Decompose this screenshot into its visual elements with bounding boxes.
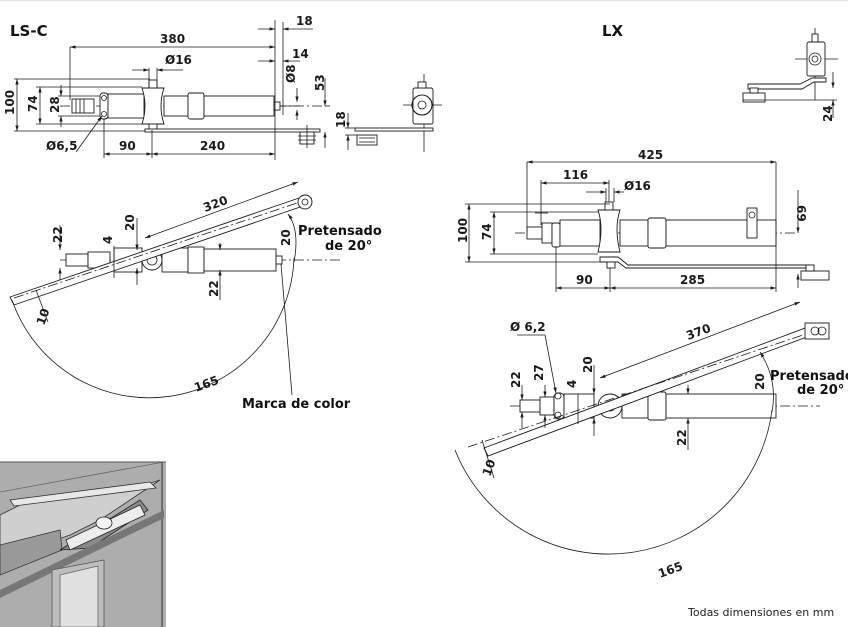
ls-c-dim-22-top: 22	[51, 226, 65, 243]
lx-side-view: 24	[742, 28, 838, 122]
lx-arm-view: 370 Ø 6,2 22 27 4 20 22 20 10 165 Preten	[454, 301, 848, 581]
ls-c-pretension-line2: de 20°	[325, 239, 372, 254]
ls-c-pretension-line1: Pretensado	[298, 224, 382, 239]
illustration-arm	[9, 481, 157, 507]
lx-dim-pin-dia: Ø16	[624, 179, 651, 193]
lx-dim-24: 24	[821, 105, 835, 122]
lx-dim-116: 116	[563, 168, 588, 182]
ls-c-arm	[144, 128, 321, 133]
lx-dim-90: 90	[576, 273, 593, 287]
ls-c-body	[107, 93, 145, 119]
ls-c-cylinder	[163, 95, 189, 117]
ls-c-dim-53: 53	[313, 74, 327, 91]
units-note: Todas dimensiones en mm	[687, 606, 834, 619]
ls-c-dim-pin-dia: Ø16	[165, 53, 192, 67]
ls-c-dim-20-right: 20	[279, 229, 293, 246]
ls-c-title: LS-C	[10, 22, 48, 40]
ls-c-color-mark-label: Marca de color	[242, 397, 351, 412]
lx-dim-74: 74	[480, 223, 494, 240]
ls-c-dim-4: 4	[101, 236, 115, 244]
lx-title: LX	[602, 22, 624, 40]
ls-c-dim-18-top: 18	[296, 14, 313, 28]
ls-c-dim-240: 240	[200, 139, 225, 153]
ls-c-dim-10: 10	[34, 307, 53, 327]
lx-dim-20-left: 20	[581, 356, 595, 373]
ls-c-arm-view: 320 22 4 20 22 20 10 165 Pretensado de 2…	[9, 181, 382, 412]
ls-c-dim-14: 14	[292, 47, 309, 61]
lx-top-view: 425 116 Ø16 69 100 74 90 285	[456, 148, 830, 292]
lx-pretension-line1: Pretensado	[770, 369, 848, 384]
ls-c-dim-380: 380	[160, 32, 185, 46]
lx-swing-arc	[454, 409, 773, 555]
lx-dim-285: 285	[680, 273, 705, 287]
lx-dim-370: 370	[684, 321, 712, 343]
ls-c-dim-320: 320	[201, 193, 229, 215]
lx-main-arm	[483, 326, 813, 457]
ls-c-dim-165: 165	[192, 373, 220, 395]
lx-dim-22-bottom: 22	[675, 429, 689, 446]
ls-c-swing-arc	[11, 257, 295, 399]
ls-c-mount-plate	[99, 92, 109, 120]
ls-c-valve	[71, 98, 95, 114]
lx-dim-425: 425	[638, 148, 663, 162]
ls-c-side-arm	[354, 127, 434, 132]
ls-c-pinion	[141, 87, 165, 125]
lx-dim-20-right: 20	[753, 373, 767, 390]
lx-pinion	[597, 209, 621, 253]
lx-dim-100: 100	[456, 218, 470, 243]
lx-dim-4: 4	[565, 380, 579, 388]
ls-c-dim-100: 100	[3, 90, 17, 115]
lx-dim-27: 27	[532, 364, 546, 381]
ls-c-dim-hole-dia: Ø6,5	[46, 139, 77, 153]
ls-c-top-view: 380 18 14 Ø16 Ø8 53 100 74	[3, 14, 330, 160]
ls-c-dim-22-bottom: 22	[207, 280, 221, 297]
lx-pretension-line2: de 20°	[797, 383, 844, 398]
ls-c-dim-18-side: 18	[334, 111, 348, 128]
lx-dim-69: 69	[794, 205, 808, 222]
lx-arm	[599, 256, 811, 269]
ls-c-dim-20-left: 20	[123, 214, 137, 231]
ls-c-dim-28: 28	[48, 96, 62, 113]
top-border	[0, 0, 848, 1]
lx-dim-22-top: 22	[509, 371, 523, 388]
lx-body	[559, 219, 601, 247]
lx-dim-hole-dia: Ø 6,2	[510, 320, 546, 334]
lx-side-arm	[747, 77, 827, 90]
ls-c-dim-90: 90	[119, 139, 136, 153]
door-illustration	[0, 461, 166, 627]
lx-dim-165: 165	[656, 559, 684, 581]
lx-dim-10: 10	[480, 458, 499, 478]
ls-c-side-view: 18	[334, 74, 442, 152]
ls-c-dim-rod-dia: Ø8	[284, 64, 298, 83]
ls-c-dim-74: 74	[26, 95, 40, 112]
